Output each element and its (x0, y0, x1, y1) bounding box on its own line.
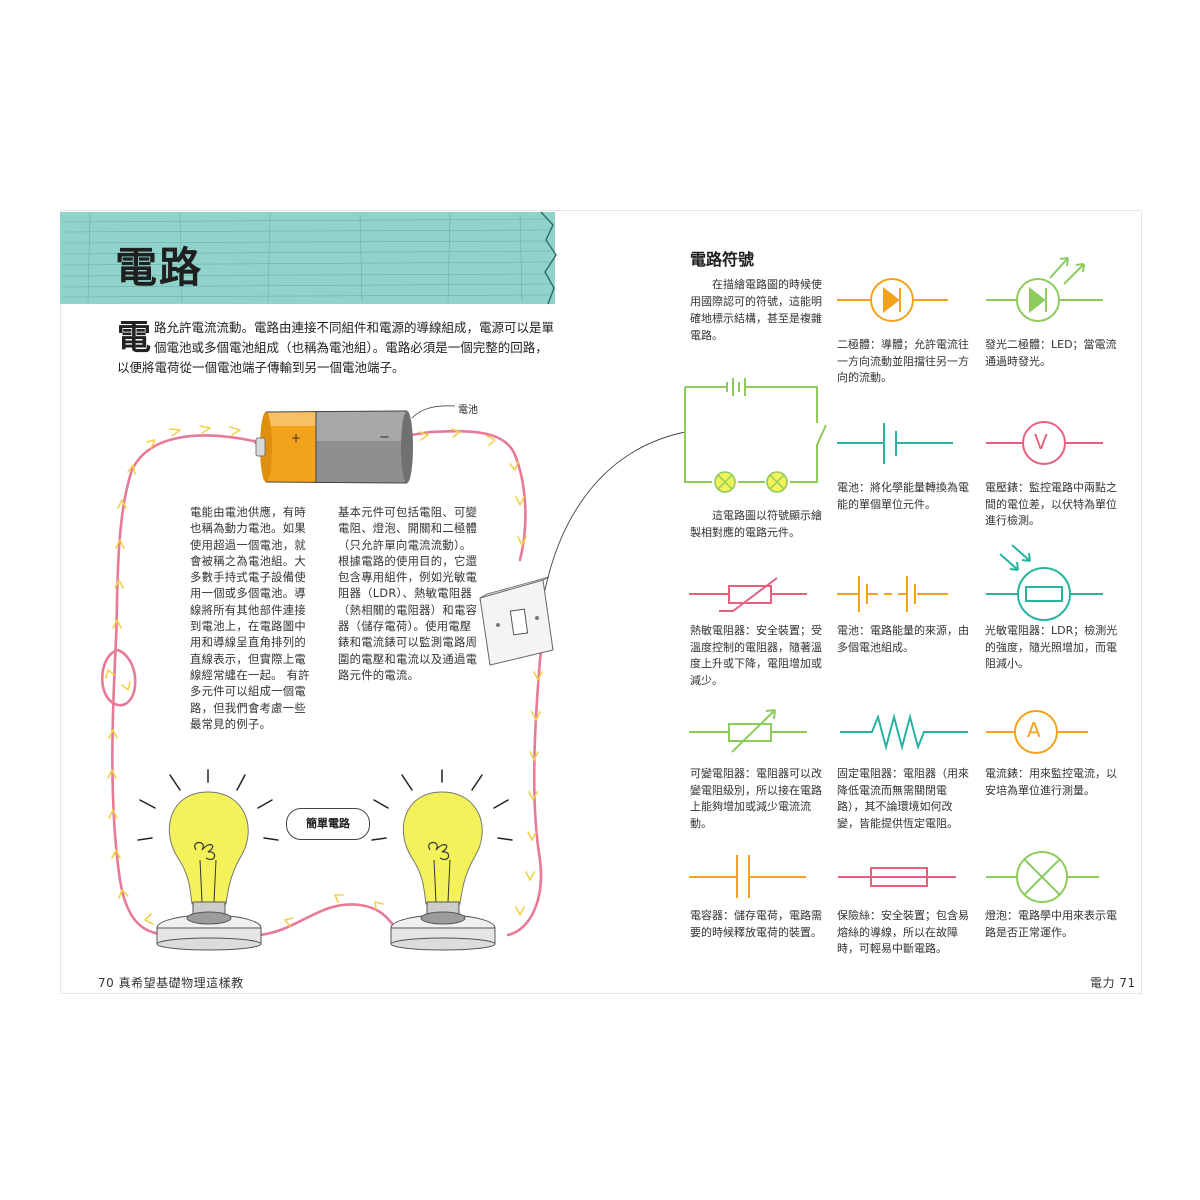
diagram-lamps (714, 471, 788, 493)
battery-symbol (837, 576, 948, 612)
fixed-resistor-caption: 固定電阻器：電阻器（用來降低電流而無需關閉電路），其不論環境如何改變，皆能提供恆… (837, 767, 969, 830)
diode-symbol (837, 278, 948, 322)
dropcap: 電 (117, 318, 151, 358)
led-caption: 發光二極體：LED；當電流通過時發光。 (985, 338, 1117, 368)
cell-symbol (837, 423, 953, 464)
ldr-symbol (986, 544, 1103, 621)
circuit-diagram-caption: 這電路圖以符號顯示繪製相對應的電路元件。 (690, 509, 822, 539)
voltmeter-caption: 電壓錶：監控電路中兩點之間的電位差，以伏特為單位進行檢測。 (985, 481, 1117, 527)
body-column-2: 基本元件可包括電阻、可變電阻、燈泡、開關和二極體（只允許單向電流流動）。根據電路… (338, 506, 478, 682)
lamp-caption: 燈泡：電路學中用來表示電路是否正常運作。 (985, 909, 1117, 939)
diode-caption: 二極體：導體；允許電流往一方向流動並阻擋往另一方向的流動。 (837, 338, 969, 384)
battery-label: 電池 (458, 405, 478, 416)
variable-resistor-caption: 可變電阻器：電阻器可以改變電阻級別，所以接在電路上能夠增加或減少電流流動。 (690, 767, 822, 830)
led-symbol (986, 257, 1103, 322)
battery-label-leader (411, 405, 456, 419)
battery-caption: 電池：電路能量的來源，由多個電池組成。 (837, 624, 969, 654)
thermistor-symbol (689, 577, 807, 612)
battery-plus-sign: + (291, 431, 302, 445)
footer-right-folio: 電力 71 (1090, 976, 1136, 990)
ldr-caption: 光敏電阻器：LDR；檢測光的強度，隨光照增加，而電阻減小。 (985, 624, 1118, 670)
intro-text: 路允許電流流動。電路由連接不同組件和電源的導線組成，電源可以是單個電池或多個電池… (117, 320, 555, 375)
body-column-1: 電能由電池供應，有時也稱為動力電池。如果使用超過一個電池，就會被稱之為電池組。大… (190, 506, 310, 731)
switch-illustration (479, 576, 554, 666)
lightbulb-left (137, 769, 279, 951)
lamp-symbol (986, 851, 1099, 903)
ammeter-letter: A (1027, 718, 1041, 742)
capacitor-caption: 電容器：儲存電荷，電路需要的時候釋放電荷的裝置。 (690, 909, 822, 939)
variable-resistor-symbol (689, 709, 807, 753)
fuse-caption: 保險絲：安全裝置；包含易熔絲的導線，所以在故障時，可輕易中斷電路。 (837, 909, 969, 955)
battery-illustration (255, 410, 413, 484)
diagram-connector (544, 431, 686, 591)
symbols-heading: 電路符號 (690, 250, 755, 269)
capacitor-symbol (689, 855, 806, 898)
circuit-diagram (684, 378, 827, 483)
current-flow-arrows (105, 425, 543, 927)
cell-caption: 電池：將化學能量轉換為電能的單個單位元件。 (837, 481, 969, 511)
battery-minus-sign: − (379, 430, 390, 445)
intro-paragraph: 電 路允許電流流動。電路由連接不同組件和電源的導線組成，電源可以是單個電池或多個… (117, 318, 555, 378)
title-band (60, 212, 555, 304)
fuse-symbol (838, 867, 956, 887)
book-spread (60, 210, 1142, 994)
voltmeter-symbol (986, 421, 1103, 465)
thermistor-caption: 熱敏電阻器：安全裝置；受溫度控制的電阻器，隨著溫度上升或下降，電阻增加或減少。 (690, 624, 822, 687)
voltmeter-letter: V (1034, 430, 1048, 454)
circuit-wire-left-loop (100, 648, 137, 707)
simple-circuit-label: 簡單電路 (286, 808, 370, 840)
symbols-intro: 在描繪電路圖的時候使用國際認可的符號，這能明確地標示結構，甚至是複雜電路。 (690, 278, 822, 342)
page-title: 電路 (115, 243, 204, 292)
ammeter-symbol (986, 710, 1088, 754)
lightbulb-right (371, 769, 513, 951)
ammeter-caption: 電流錶：用來監控電流，以安培為單位進行測量。 (985, 767, 1117, 797)
footer-left-folio: 70 真希望基礎物理這樣教 (98, 976, 244, 990)
fixed-resistor-symbol (840, 713, 968, 751)
